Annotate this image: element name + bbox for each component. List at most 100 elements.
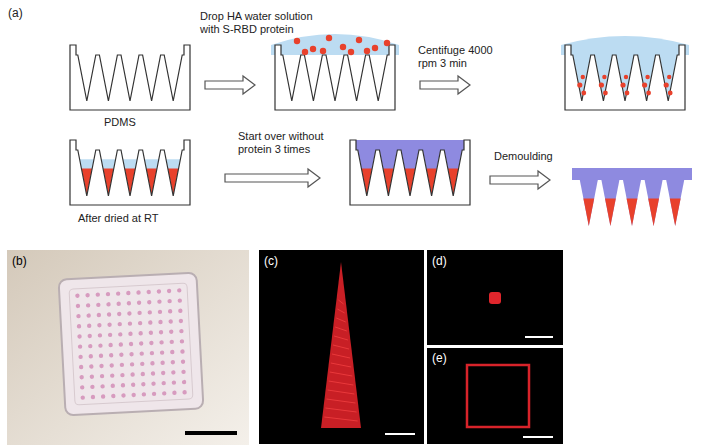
needle-tip bbox=[648, 198, 659, 226]
texture-line bbox=[332, 354, 350, 358]
needle-body bbox=[666, 180, 684, 226]
fluorescence-panel bbox=[427, 348, 563, 444]
scale-bar bbox=[385, 433, 415, 435]
process-arrow bbox=[205, 76, 255, 94]
needle-dot bbox=[106, 302, 111, 307]
needle-dot bbox=[97, 313, 102, 318]
needle-tip bbox=[605, 198, 616, 226]
pdms-mold bbox=[275, 45, 395, 110]
needle-dot bbox=[172, 380, 177, 385]
needle-dot bbox=[157, 289, 162, 294]
pdms-mold bbox=[70, 140, 190, 205]
needle-dot bbox=[106, 292, 111, 297]
needle-dot bbox=[76, 304, 81, 309]
panel-letter: (c) bbox=[264, 254, 278, 268]
needle-dot bbox=[117, 322, 122, 327]
needle-dot bbox=[149, 330, 154, 335]
texture-line bbox=[335, 327, 347, 331]
needle-dot bbox=[151, 381, 156, 386]
needle-dot bbox=[128, 321, 133, 326]
step-label: Drop HA water solution with S-RBD protei… bbox=[200, 10, 322, 36]
step-label: After dried at RT bbox=[78, 212, 159, 225]
needle-dot bbox=[88, 344, 93, 349]
needle-dot bbox=[109, 363, 114, 368]
protein-dot bbox=[581, 91, 586, 96]
pdms-mold bbox=[70, 45, 190, 110]
texture-line bbox=[328, 390, 355, 394]
needle-dot bbox=[136, 290, 141, 295]
needle-tip bbox=[627, 198, 638, 226]
ha-solution-drop bbox=[561, 36, 689, 55]
needle-dot bbox=[120, 373, 125, 378]
needle-dot bbox=[170, 360, 175, 365]
needle-dot bbox=[77, 334, 82, 339]
needle-dot bbox=[119, 342, 124, 347]
protein-dot bbox=[646, 91, 651, 96]
needle-dot bbox=[150, 361, 155, 366]
needle-dot bbox=[116, 301, 121, 306]
needle-dot bbox=[179, 319, 184, 324]
protein-dot bbox=[372, 45, 378, 51]
needle-dot bbox=[108, 343, 113, 348]
protein-dot bbox=[625, 91, 630, 96]
protein-dot bbox=[384, 40, 390, 46]
needle-dot bbox=[168, 319, 173, 324]
panel-letter: (d) bbox=[432, 254, 447, 268]
needle-dot bbox=[159, 340, 164, 345]
needle-dot bbox=[142, 392, 147, 397]
texture-line bbox=[334, 336, 348, 340]
protein-dot bbox=[364, 48, 370, 54]
fluorescence-panel bbox=[259, 250, 424, 444]
needle-dot bbox=[158, 320, 163, 325]
needle-dot bbox=[167, 299, 172, 304]
protein-dot bbox=[356, 37, 362, 43]
needle-dot bbox=[98, 343, 103, 348]
pdms-mold bbox=[565, 45, 685, 110]
needle-dot bbox=[78, 344, 83, 349]
needle-dot bbox=[86, 313, 91, 318]
pdms-mold bbox=[350, 140, 470, 205]
photo-background bbox=[7, 250, 249, 445]
texture-line bbox=[330, 372, 353, 376]
protein-dot bbox=[620, 82, 625, 87]
protein-dot bbox=[603, 91, 608, 96]
tip-fluorescence bbox=[489, 292, 501, 304]
needle-dot bbox=[79, 365, 84, 370]
step-label: Start over without protein 3 times bbox=[238, 130, 342, 156]
needle-body bbox=[580, 180, 598, 226]
needle-dot bbox=[181, 359, 186, 364]
needle-dot bbox=[90, 385, 95, 390]
needle-dot bbox=[138, 321, 143, 326]
needle-dot bbox=[99, 364, 104, 369]
needle-dot bbox=[140, 362, 145, 367]
needle-dot bbox=[89, 364, 94, 369]
protein-dot bbox=[668, 91, 673, 96]
needle-dot bbox=[168, 309, 173, 314]
protein-dot bbox=[602, 75, 606, 79]
needle-dot bbox=[146, 290, 151, 295]
needle-dot bbox=[181, 370, 186, 375]
needle-dot bbox=[162, 391, 167, 396]
needle-dot bbox=[177, 298, 182, 303]
panel-letter: (b) bbox=[12, 254, 27, 268]
needle-dot bbox=[110, 383, 115, 388]
needle-dot bbox=[140, 372, 145, 377]
panel-letter: (e) bbox=[432, 351, 447, 365]
needle-dot bbox=[169, 329, 174, 334]
needle-body bbox=[601, 180, 619, 226]
needle-tip bbox=[583, 198, 594, 226]
needle-dot bbox=[159, 330, 164, 335]
protein-dot bbox=[340, 44, 346, 50]
needle-dot bbox=[121, 383, 126, 388]
needle-dot bbox=[138, 331, 143, 336]
needle-dot bbox=[80, 395, 85, 400]
fluorescence-panel bbox=[427, 250, 563, 345]
needle-dot bbox=[130, 372, 135, 377]
protein-dot bbox=[348, 49, 354, 55]
needle-dot bbox=[158, 310, 163, 315]
protein-dot bbox=[667, 75, 671, 79]
protein-dot bbox=[645, 75, 649, 79]
needle-dot bbox=[85, 293, 90, 298]
needle-dot bbox=[87, 334, 92, 339]
